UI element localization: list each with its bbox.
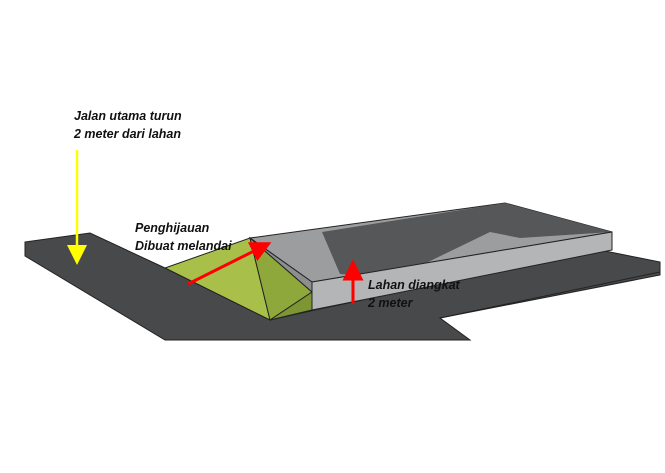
- red-slope-arrow: [187, 242, 272, 286]
- road-curb: [439, 271, 661, 319]
- platform-front-face: [311, 231, 613, 311]
- greening-label-line1: Penghijauan: [135, 221, 210, 235]
- land-label-line2: 2 meter: [368, 296, 413, 310]
- land-label-line1: Lahan diangkat: [368, 278, 460, 292]
- road-label-line1: Jalan utama turun: [74, 109, 182, 123]
- road-label-line2: 2 meter dari lahan: [74, 127, 181, 141]
- greening-label-line2: Dibuat melandai: [135, 239, 232, 253]
- land-label: Lahan diangkat 2 meter: [368, 276, 460, 312]
- greening-label: Penghijauan Dibuat melandai: [135, 219, 232, 255]
- road-label: Jalan utama turun 2 meter dari lahan: [74, 107, 182, 143]
- platform-dark-area: [322, 203, 612, 278]
